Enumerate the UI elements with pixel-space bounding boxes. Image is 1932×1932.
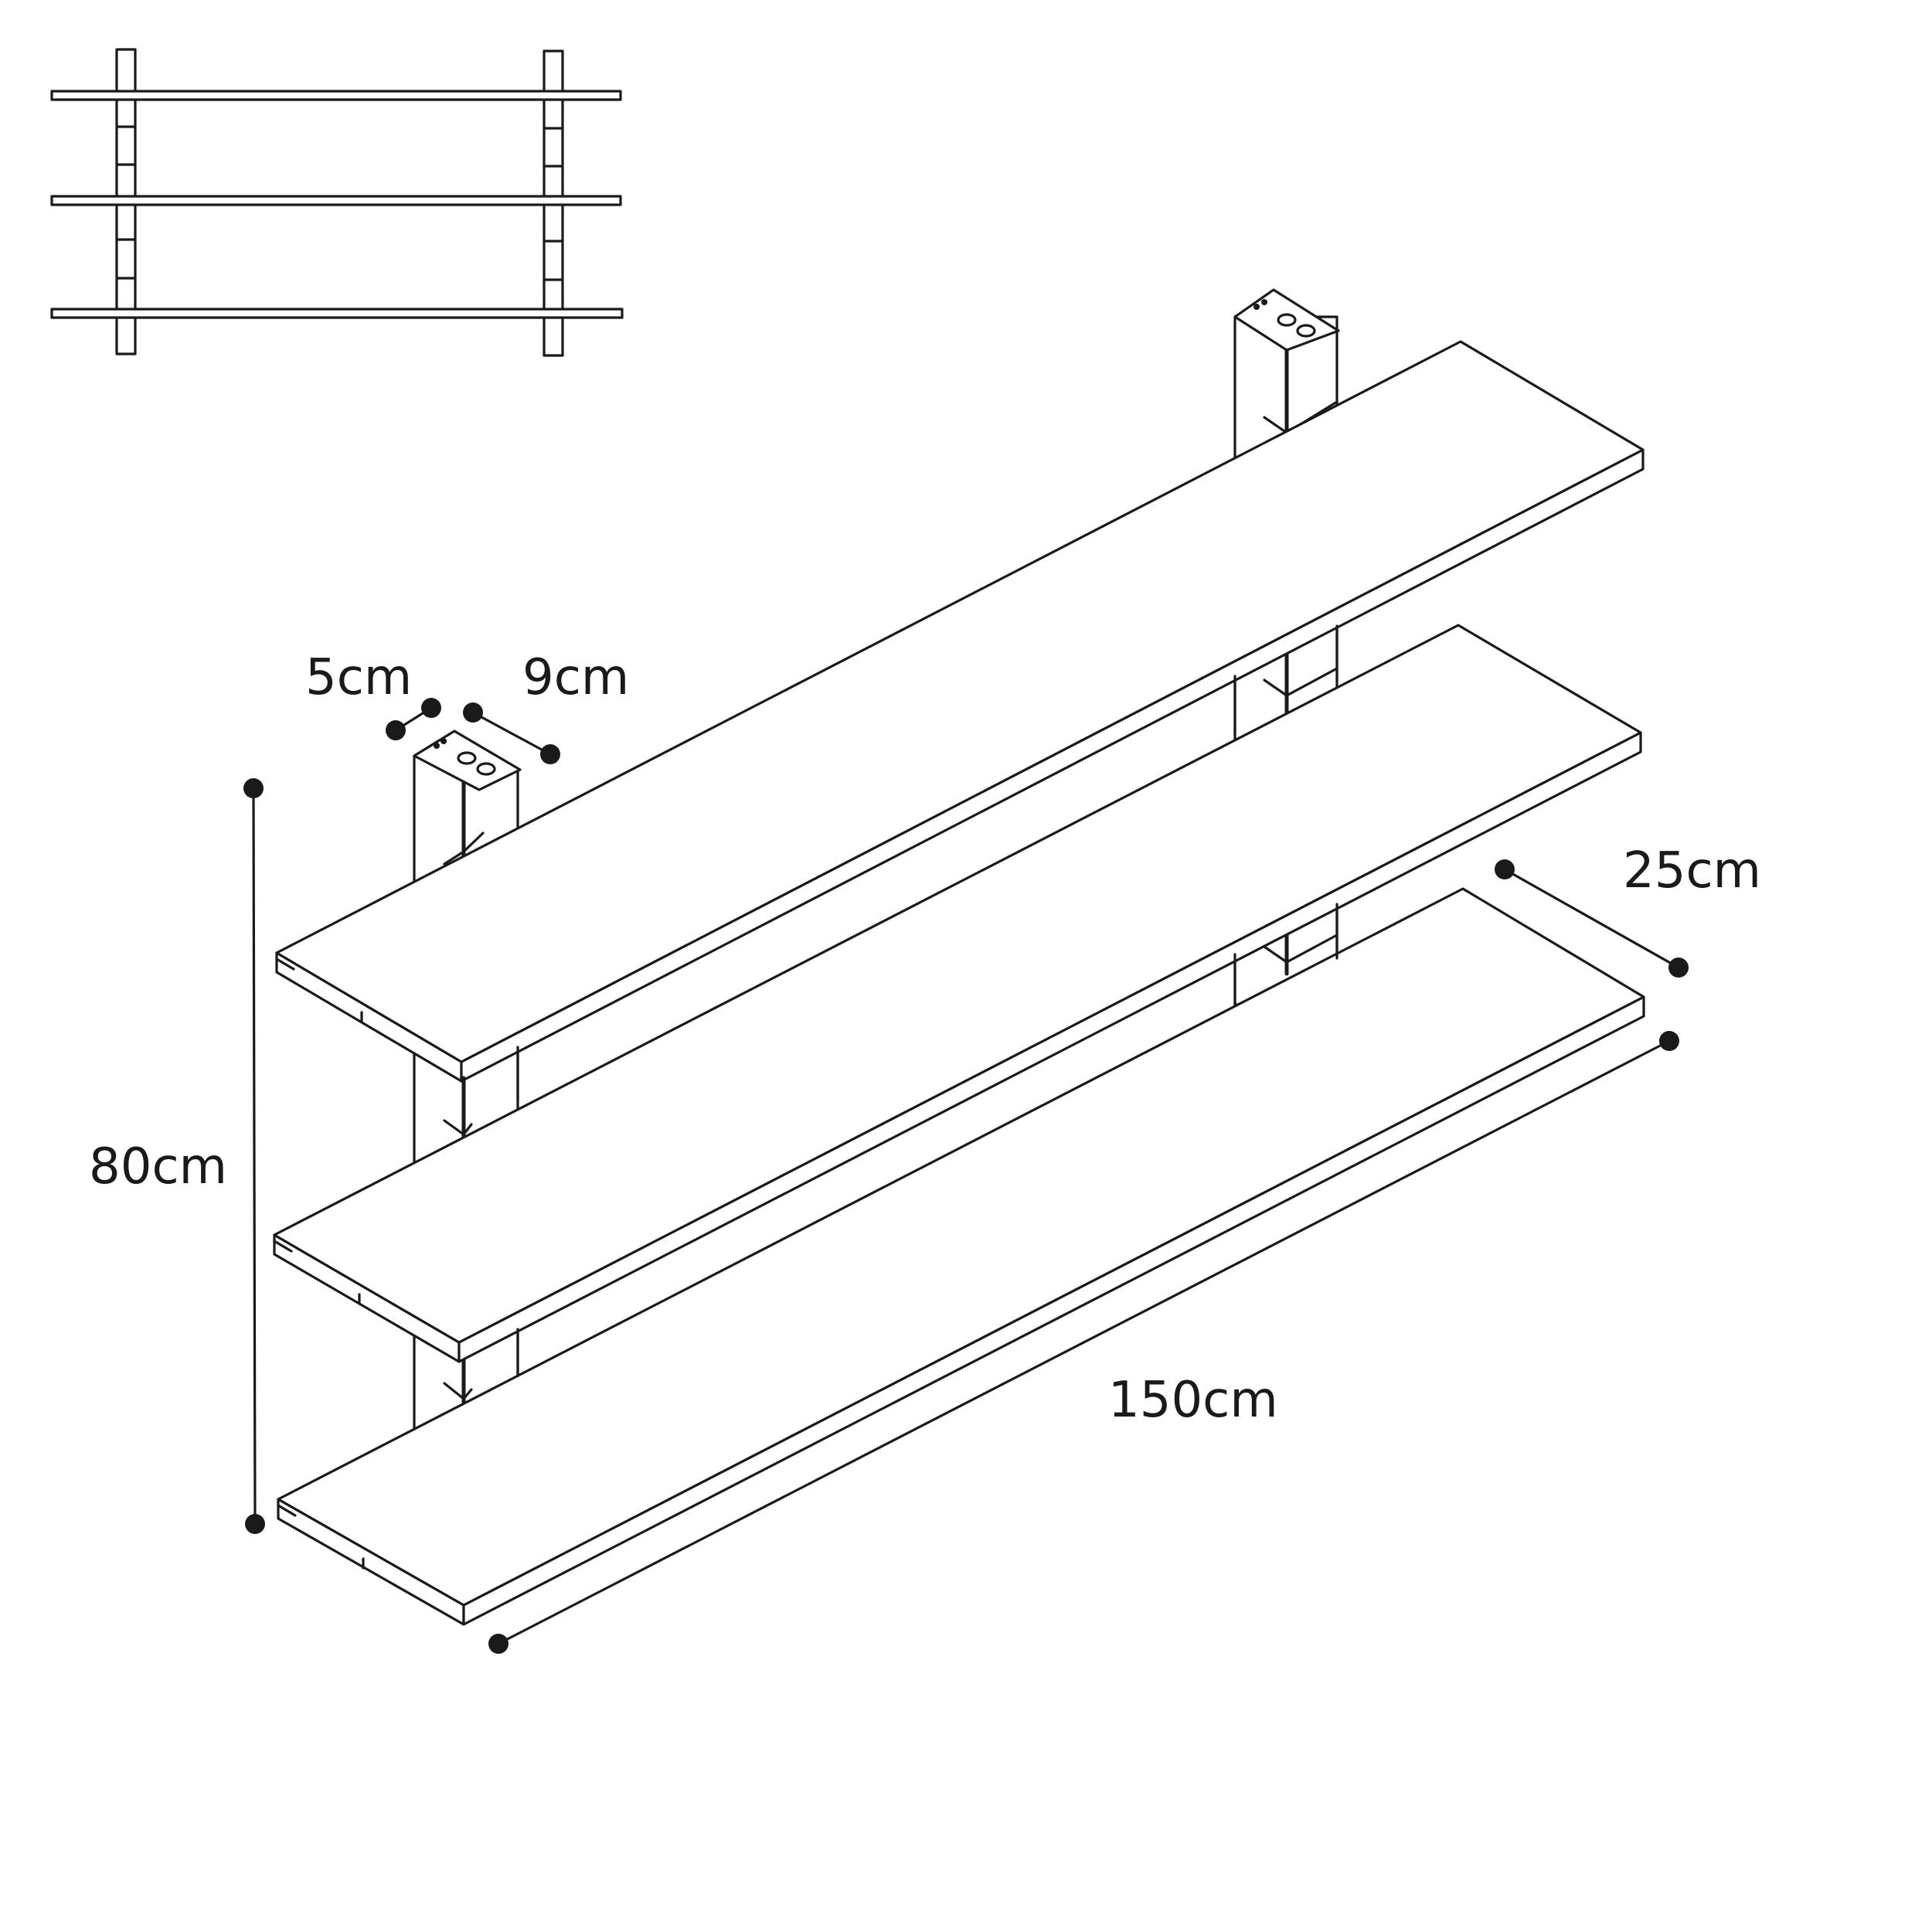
label-shelf-depth: 25cm <box>1623 842 1761 900</box>
label-post-width: 9cm <box>522 649 629 706</box>
front-view-shelf-bottom <box>50 308 624 319</box>
isometric-view <box>273 288 1645 1626</box>
left-post-bracket-mark-middle <box>443 1119 473 1136</box>
shelf-bottom <box>277 887 1645 1626</box>
label-shelf-length: 150cm <box>1108 1372 1278 1429</box>
dimension-shelf-depth: 25cm <box>1495 842 1761 978</box>
left-post-visible-segments <box>461 1046 519 1405</box>
left-post-bracket-mark-top <box>443 832 485 866</box>
dimension-post-width: 9cm <box>463 649 629 764</box>
front-view-thumbnail <box>50 48 624 357</box>
right-post-bolt-icon <box>1253 299 1316 338</box>
shelf-middle-surface <box>273 624 1642 1344</box>
left-post-bolt-icon <box>434 738 496 776</box>
right-post-visible-segments <box>1233 624 1338 1006</box>
shelf-middle <box>273 624 1642 1363</box>
front-view-shelf-middle <box>50 195 622 206</box>
right-post-bracket-mark-middle <box>1263 667 1338 697</box>
label-post-depth: 5cm <box>305 649 412 706</box>
shelf-top-surface <box>275 340 1645 1063</box>
front-view-shelf-top <box>50 90 622 101</box>
shelf-top <box>275 340 1645 1083</box>
right-post-bracket-mark-bottom <box>1263 934 1338 964</box>
shelf-bottom-surface <box>277 887 1645 1607</box>
dimension-post-depth: 5cm <box>305 649 441 740</box>
dimension-shelf-length: 150cm <box>488 1031 1679 1654</box>
dimension-height: 80cm <box>89 778 265 1534</box>
label-height: 80cm <box>89 1138 227 1196</box>
